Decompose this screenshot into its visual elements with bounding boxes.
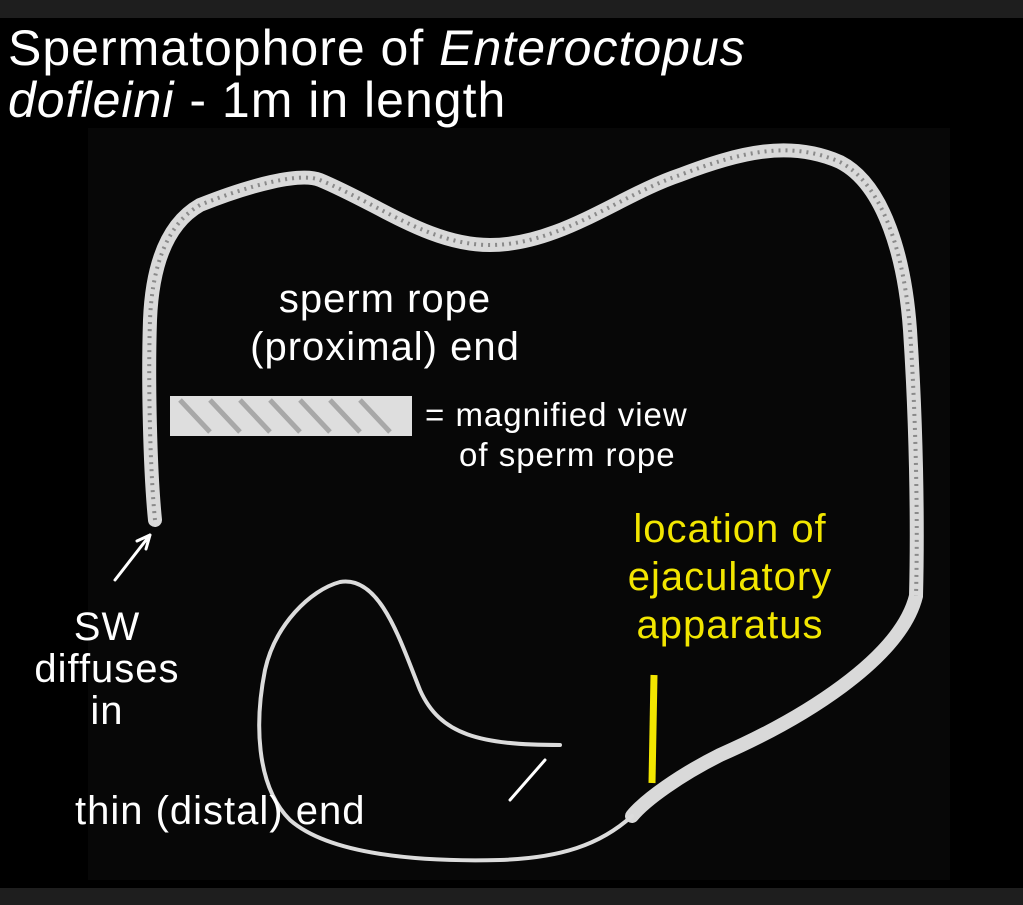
photo-panel [88, 128, 950, 880]
title-suffix: - 1m in length [174, 72, 507, 128]
ejaculatory-marker [648, 674, 658, 784]
sperm-rope-label: sperm rope (proximal) end [175, 275, 595, 371]
location-line2: ejaculatory [627, 555, 833, 599]
magnified-line1: = magnified view [425, 396, 688, 433]
ejaculatory-label: location of ejaculatory apparatus [575, 505, 885, 649]
sw-arrow [113, 533, 152, 582]
page-title: Spermatophore of Enteroctopus dofleini -… [8, 22, 746, 126]
magnified-rope-twist [178, 398, 392, 434]
magnified-line2: of sperm rope [459, 436, 676, 473]
sw-line3: in [90, 689, 124, 733]
sw-line2: diffuses [34, 647, 180, 691]
spermatophore-tube-outline [142, 143, 924, 823]
thin-end-arrow [508, 758, 547, 802]
sw-line1: SW [73, 605, 141, 649]
sw-diffuses-label: SW diffuses in [2, 606, 212, 732]
bottom-bar [0, 888, 1023, 905]
thin-end-label: thin (distal) end [75, 789, 366, 833]
sperm-rope-line2: (proximal) end [250, 325, 520, 369]
title-species: dofleini [8, 72, 175, 128]
title-genus: Enteroctopus [439, 20, 746, 76]
location-line3: apparatus [636, 603, 824, 647]
title-prefix: Spermatophore of [8, 20, 440, 76]
location-line1: location of [633, 507, 827, 551]
magnified-view-label: = magnified view of sperm rope [425, 395, 688, 475]
spermatophore-tube-texture [147, 148, 919, 597]
top-bar [0, 0, 1023, 18]
sperm-rope-line1: sperm rope [278, 277, 492, 321]
spermatophore-thin-section [257, 579, 634, 863]
